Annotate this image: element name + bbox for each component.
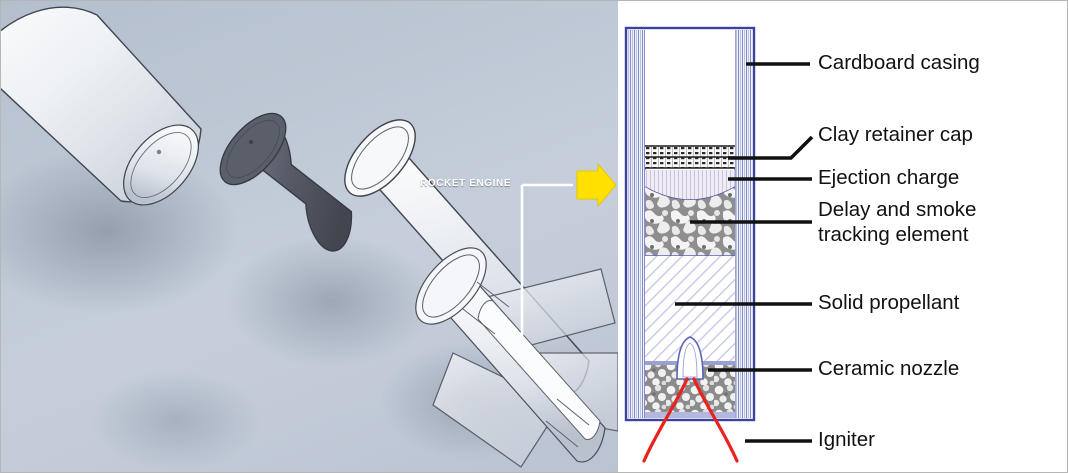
leader-clay-retainer-cap [728, 135, 814, 160]
label-delay-smoke-element-line1: Delay and smoke [818, 198, 977, 221]
label-clay-retainer-cap: Clay retainer cap [818, 123, 973, 146]
section-empty-cavity [645, 30, 735, 146]
cross-section-panel: Cardboard casing Clay retainer cap Eject… [618, 1, 1067, 472]
label-cardboard-casing: Cardboard casing [818, 51, 980, 74]
casing-wall-right [735, 30, 752, 418]
label-ejection-charge: Ejection charge [818, 166, 960, 189]
section-ceramic-nozzle [645, 336, 735, 418]
label-delay-smoke-element-line2: tracking element [818, 223, 969, 246]
cad-part-shoulder-disc [219, 112, 353, 252]
cad-line-art [1, 6, 618, 468]
section-clay-retainer-cap [645, 145, 735, 169]
exploded-cad-panel: ROCKET ENGINE [1, 1, 618, 472]
casing-wall-left [628, 30, 645, 418]
label-delay-smoke-element: Delay and smoke tracking element [818, 197, 1058, 247]
rocket-engine-leader-line [520, 183, 573, 337]
cad-part-nose-cone [1, 6, 202, 206]
label-solid-propellant: Solid propellant [818, 291, 960, 314]
label-igniter: Igniter [818, 428, 875, 451]
rocket-engine-callout-label: ROCKET ENGINE [420, 178, 512, 189]
leader-lines [675, 62, 814, 443]
cad-part-fin-can [415, 247, 618, 468]
igniter-wires [642, 377, 739, 463]
yellow-arrow-icon [576, 162, 617, 208]
label-ceramic-nozzle: Ceramic nozzle [818, 357, 960, 380]
engine-cross-section-drawing [624, 26, 814, 463]
